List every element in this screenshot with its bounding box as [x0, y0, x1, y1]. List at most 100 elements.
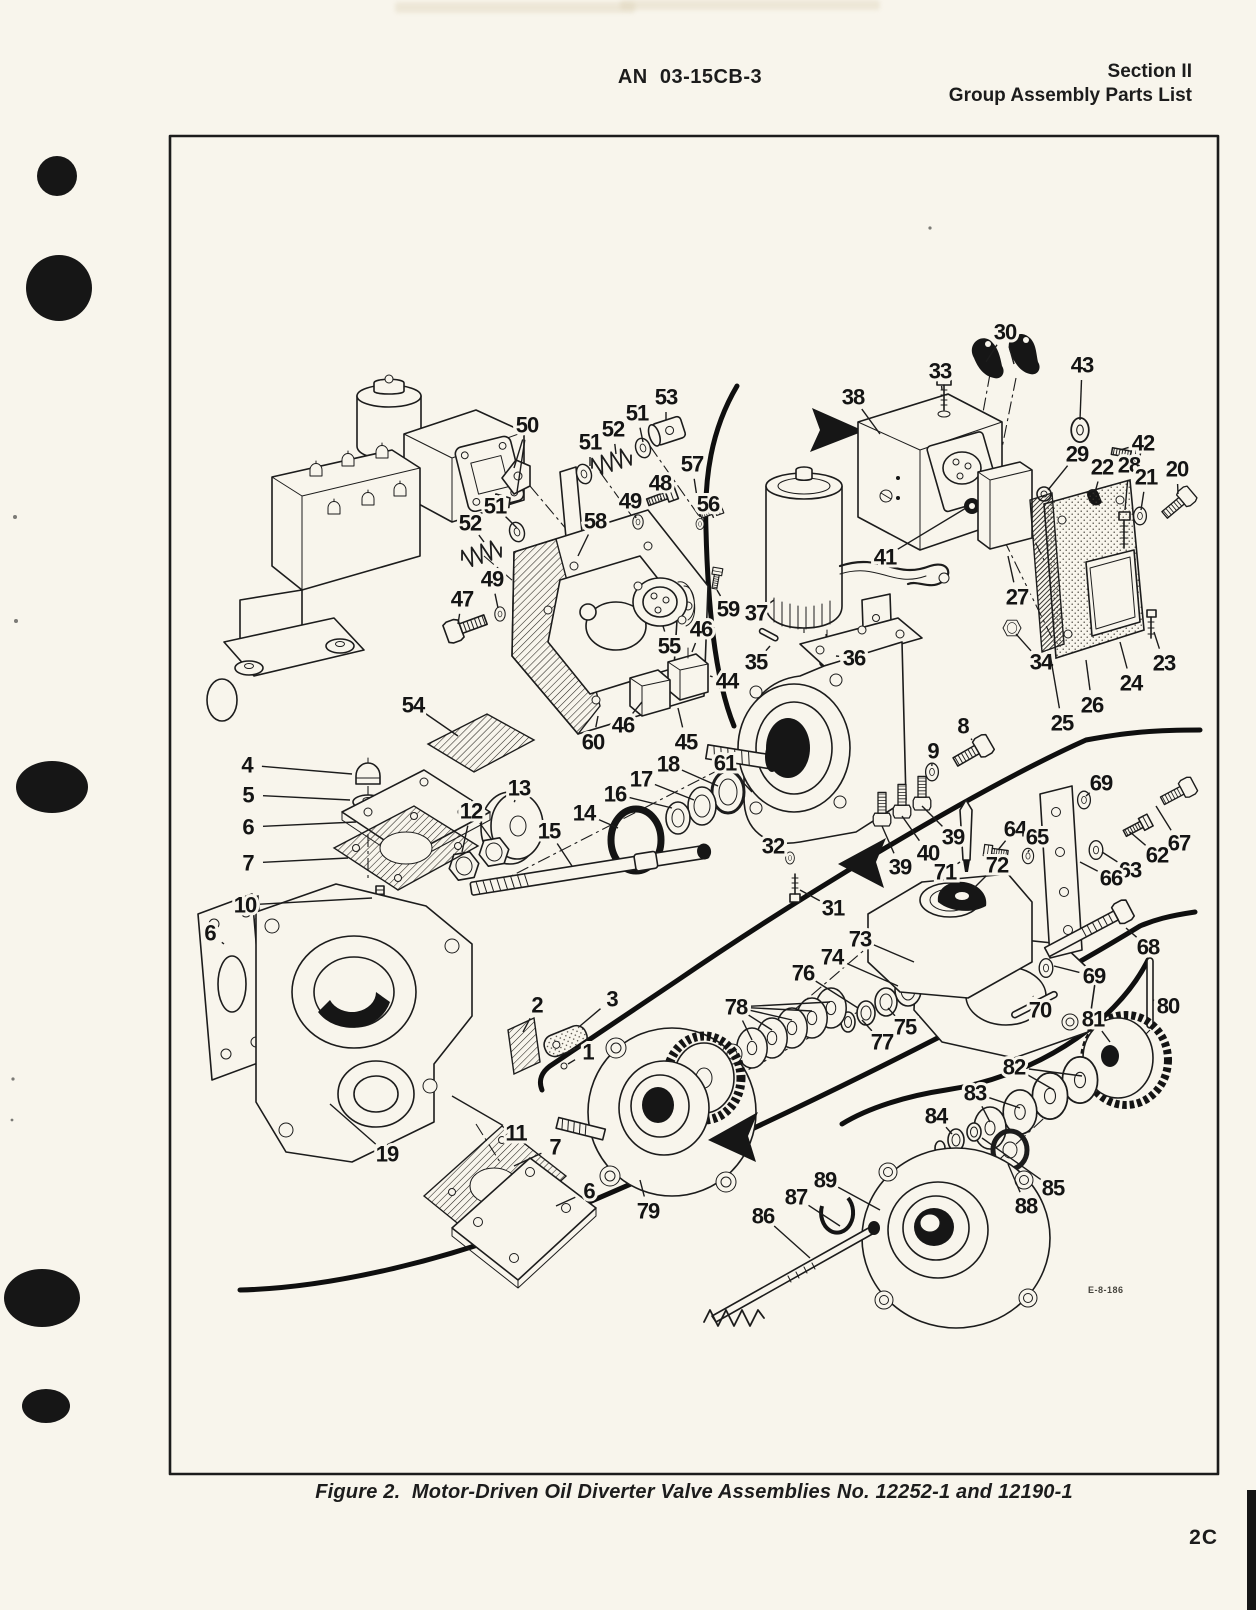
callout-32: 32: [762, 834, 785, 859]
callout-11: 11: [505, 1121, 527, 1146]
callout-leader: [1119, 641, 1128, 669]
callout-17: 17: [630, 767, 653, 792]
callout-leader: [513, 439, 524, 469]
callout-78: 78: [725, 995, 748, 1020]
callout-46: 46: [612, 713, 635, 738]
callout-leader: [1079, 379, 1083, 421]
callout-10: 10: [234, 893, 257, 918]
callout-leader: [734, 773, 753, 793]
callout-leader: [693, 478, 701, 518]
callout-59: 59: [717, 597, 740, 622]
plate-reference: E-8-186: [1088, 1285, 1124, 1295]
callout-leader: [808, 1204, 841, 1227]
callout-leader: [461, 825, 469, 853]
callout-leader: [1049, 653, 1061, 709]
callout-1: 1: [582, 1040, 594, 1065]
callout-leader: [1079, 861, 1099, 872]
callout-88: 88: [1015, 1194, 1038, 1219]
callout-46: 46: [690, 617, 713, 642]
assembled-valve-unit: [206, 374, 525, 722]
callout-60: 60: [582, 730, 605, 755]
callout-leader: [479, 822, 493, 841]
callout-36: 36: [843, 646, 866, 671]
callout-leader: [1155, 805, 1172, 831]
callout-64: 64: [1004, 817, 1028, 842]
callout-leader: [457, 613, 461, 625]
callout-4: 4: [241, 753, 254, 778]
callout-leader: [945, 1126, 953, 1135]
callout-81: 81: [1082, 1007, 1105, 1032]
callout-leader: [1124, 479, 1129, 511]
callout-leader: [784, 853, 787, 856]
callout-79: 79: [637, 1199, 660, 1224]
callout-leader: [815, 980, 859, 1009]
callout-leader: [221, 941, 225, 945]
callout-leader: [861, 1019, 873, 1032]
callout-47: 47: [451, 587, 474, 612]
callout-83: 83: [964, 1081, 987, 1106]
callout-leader: [629, 796, 673, 809]
print-bleedthrough: [395, 2, 635, 13]
callout-leader: [1093, 481, 1099, 497]
callout-leader: [1085, 792, 1091, 797]
callout-40: 40: [917, 841, 940, 866]
callout-16: 16: [604, 782, 627, 807]
callout-leader: [505, 516, 518, 529]
callout-leader: [750, 1009, 793, 1021]
callout-leader: [1119, 446, 1129, 451]
callout-7: 7: [549, 1135, 561, 1160]
callout-leader: [262, 795, 351, 801]
callout-8: 8: [957, 714, 969, 739]
callout-leader: [985, 344, 998, 363]
callout-66: 66: [1100, 866, 1123, 891]
direction-arrow: [810, 408, 864, 452]
callout-leader: [1101, 851, 1118, 863]
document-number: AN 03-15CB-3: [617, 66, 763, 88]
callout-leader: [897, 507, 967, 550]
callout-leader: [1053, 965, 1080, 974]
callout-61: 61: [714, 751, 737, 776]
figure-caption: Figure 2. Motor-Driven Oil Diverter Valv…: [315, 1481, 1073, 1503]
callout-leader: [1027, 849, 1030, 853]
callout-leader: [567, 1059, 576, 1065]
callout-leader: [595, 715, 599, 728]
callout-89: 89: [814, 1168, 837, 1193]
callout-leader: [901, 815, 920, 842]
callout-leader: [873, 944, 915, 963]
callout-37: 37: [745, 601, 768, 626]
callout-leader: [981, 1137, 1042, 1180]
callout-24: 24: [1120, 671, 1144, 696]
callout-49: 49: [619, 489, 642, 514]
callout-2: 2: [531, 993, 543, 1018]
callout-leader: [691, 642, 697, 653]
callout-leader: [1085, 659, 1091, 691]
callout-54: 54: [402, 693, 426, 718]
callout-19: 19: [376, 1142, 399, 1167]
callout-58: 58: [584, 509, 607, 534]
callout-42: 42: [1132, 431, 1155, 456]
callout-50: 50: [516, 413, 539, 438]
callout-leader: [1047, 465, 1069, 491]
callout-27: 27: [1006, 585, 1029, 610]
callout-56: 56: [697, 492, 720, 517]
callout-leader: [767, 599, 775, 605]
callout-69: 69: [1083, 964, 1106, 989]
callout-69: 69: [1090, 771, 1113, 796]
binding-holes: [4, 156, 932, 1423]
lower-valve-body-group: [703, 775, 1200, 1329]
callout-67: 67: [1168, 831, 1191, 856]
figure-border: [168, 134, 1220, 1476]
callout-51: 51: [626, 401, 649, 426]
callout-leader: [639, 1179, 645, 1197]
callout-leader: [259, 897, 373, 905]
callout-leader: [1007, 555, 1015, 583]
callout-leader: [988, 1097, 1021, 1109]
callout-leader: [861, 408, 881, 435]
callout-25: 25: [1051, 711, 1074, 736]
callout-leader: [632, 701, 643, 714]
callout-31: 31: [822, 896, 845, 921]
callout-70: 70: [1029, 998, 1052, 1023]
callout-leader: [1125, 927, 1138, 938]
callout-leader: [662, 625, 666, 632]
callout-71: 71: [934, 860, 957, 885]
